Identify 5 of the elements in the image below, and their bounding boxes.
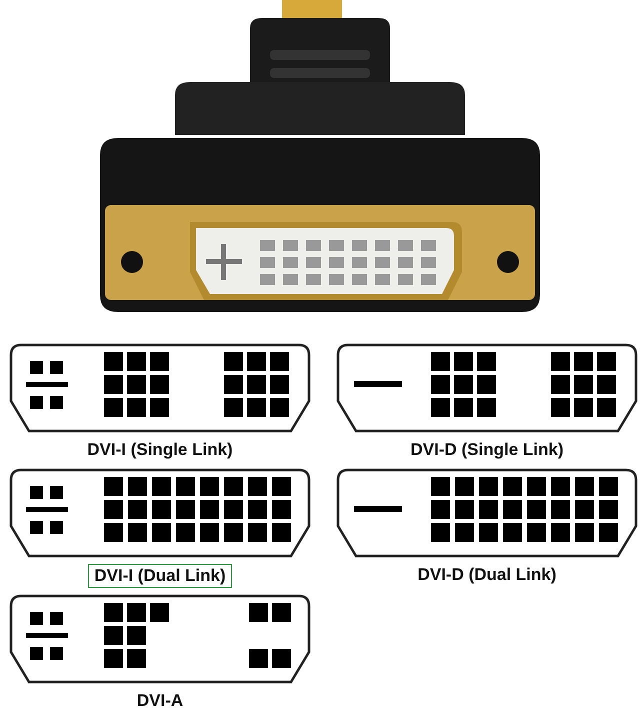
connector-caption: DVI-D (Dual Link) bbox=[416, 564, 558, 586]
connector-caption: DVI-A bbox=[136, 690, 184, 712]
connector-caption: DVI-D (Single Link) bbox=[410, 439, 564, 461]
connector-caption: DVI-I (Single Link) bbox=[86, 439, 234, 461]
connector-caption: DVI-I (Dual Link) bbox=[88, 564, 232, 588]
